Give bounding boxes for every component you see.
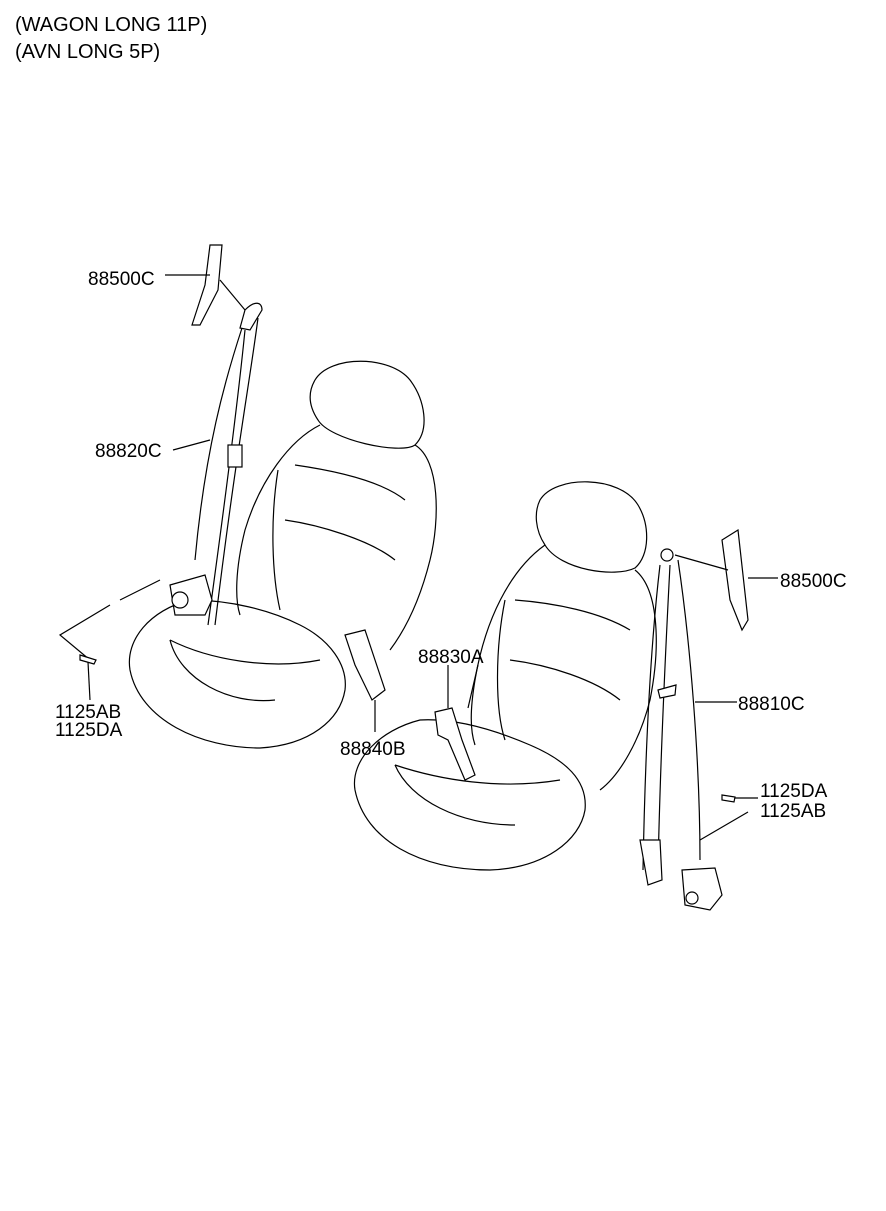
header-variant-wagon: (WAGON LONG 11P) bbox=[15, 14, 208, 36]
callout-1125AB-left: 1125AB bbox=[55, 702, 121, 723]
left-seat bbox=[128, 360, 437, 749]
callout-1125DA-right: 1125DA bbox=[760, 781, 828, 802]
header-variant-avn: (AVN LONG 5P) bbox=[15, 41, 161, 63]
callout-88500C-right: 88500C bbox=[780, 571, 847, 592]
right-seat bbox=[353, 481, 657, 871]
callout-88500C-left: 88500C bbox=[88, 269, 155, 290]
callout-88810C: 88810C bbox=[738, 694, 805, 715]
callout-88830A: 88830A bbox=[418, 647, 484, 668]
right-belt-assembly bbox=[434, 528, 778, 911]
callout-1125DA-left: 1125DA bbox=[55, 720, 123, 741]
callout-1125AB-right: 1125AB bbox=[760, 801, 826, 822]
left-belt-assembly bbox=[58, 244, 386, 732]
callout-88820C: 88820C bbox=[95, 441, 162, 462]
callout-88840B: 88840B bbox=[340, 739, 406, 760]
